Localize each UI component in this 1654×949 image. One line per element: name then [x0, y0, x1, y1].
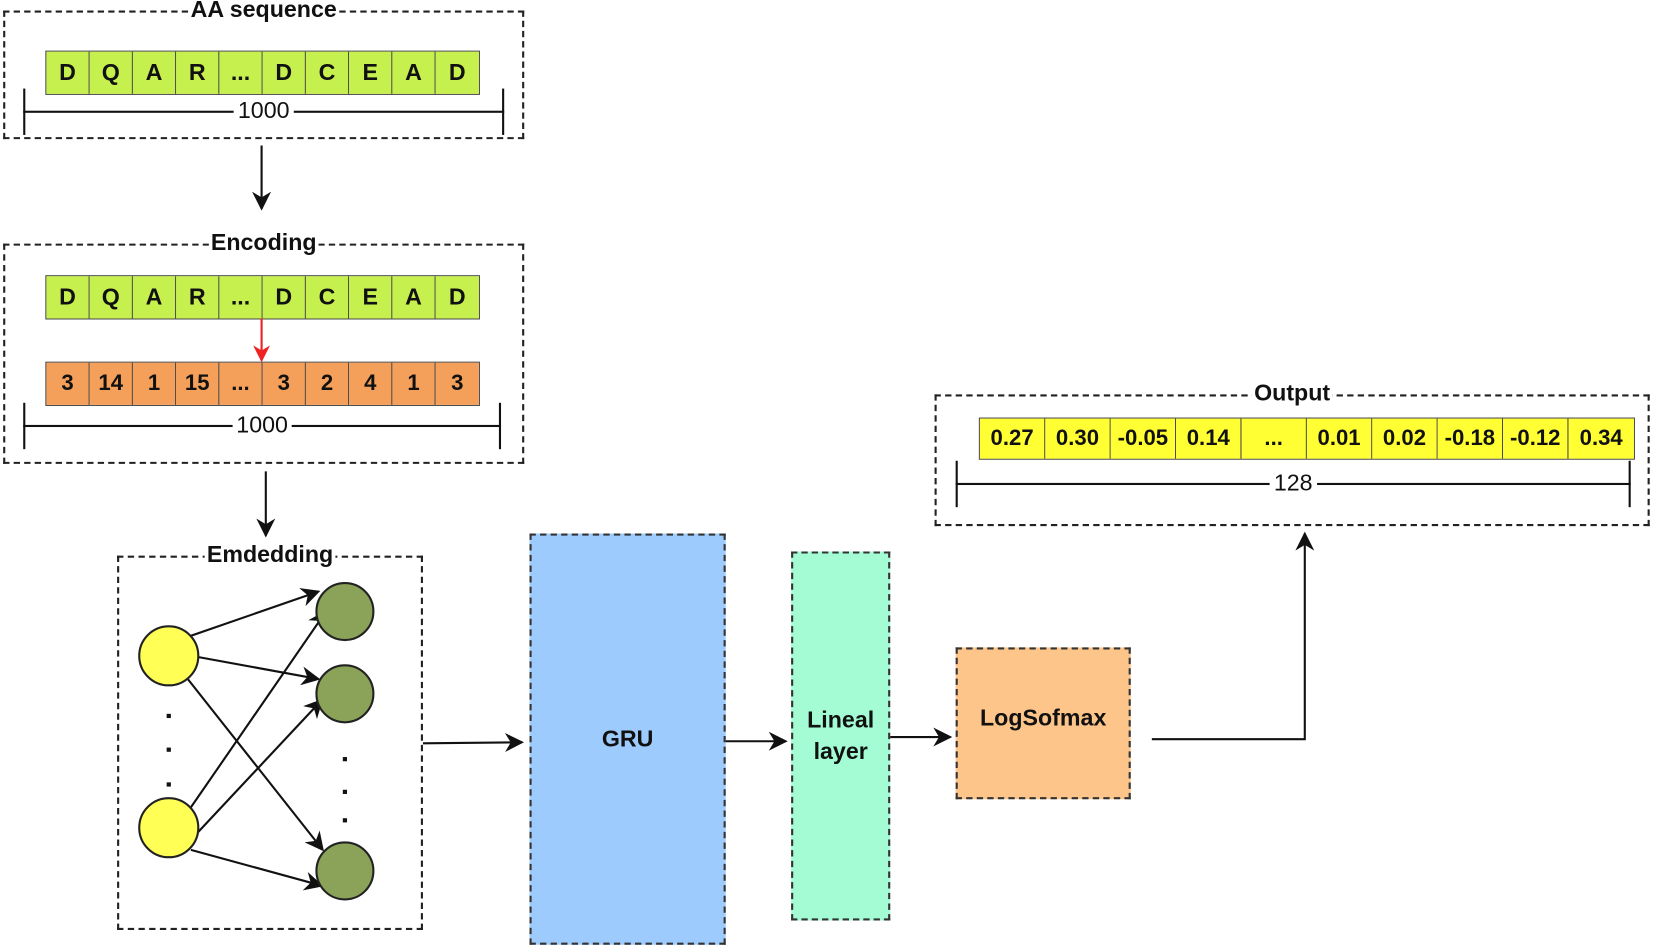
output-length-label: 128 [1269, 470, 1317, 496]
encoding-length-label: 1000 [232, 412, 293, 438]
sequence-cell: A [392, 51, 436, 94]
embedding-node [315, 582, 375, 642]
sequence-cell: A [132, 51, 177, 94]
sequence-cell: D [262, 51, 306, 94]
output-cell: -0.05 [1110, 418, 1177, 459]
output-cell: 0.01 [1306, 418, 1373, 459]
encoding-title: Encoding [208, 228, 319, 256]
embedding-edge [190, 588, 321, 637]
embedding-edge [186, 678, 324, 852]
encoded-cell: 1 [392, 362, 436, 405]
logsoftmax-block: LogSofmax [955, 647, 1131, 800]
embedding-title: Emdedding [204, 540, 336, 567]
input-ellipsis-dots [166, 713, 171, 787]
sequence-cell: C [305, 51, 350, 94]
arrow-logsoftmax-to-output [1151, 531, 1315, 741]
embedding-node [315, 664, 375, 724]
aa-sequence-length-label: 1000 [233, 98, 294, 124]
sequence-cell: A [132, 276, 177, 319]
sequence-cell: ... [219, 276, 263, 319]
gru-label: GRU [601, 725, 654, 752]
output-cell: ... [1241, 418, 1307, 459]
encoding-box: Encoding [3, 228, 525, 464]
sequence-cell: D [262, 276, 306, 319]
sequence-cell: Q [89, 51, 133, 94]
linear-layer-label-line1: Lineal [807, 706, 875, 733]
output-box: Output [934, 379, 1650, 527]
sequence-cell: C [305, 276, 350, 319]
encoding-length-dimension: 1000 [23, 402, 502, 450]
aa-sequence-length-dimension: 1000 [23, 88, 505, 135]
embedding-edge [186, 609, 328, 813]
sequence-cell: Q [89, 276, 133, 319]
sequence-cell: E [349, 51, 393, 94]
logsoftmax-label: LogSofmax [980, 704, 1107, 731]
output-cell: 0.14 [1176, 418, 1242, 459]
sequence-cell: D [435, 276, 479, 319]
embedding-edge [196, 698, 324, 834]
sequence-cell: D [46, 276, 90, 319]
arrow-embedding-to-gru [422, 732, 525, 752]
sequence-cell: E [349, 276, 393, 319]
aa-sequence-box: AA sequence [3, 0, 525, 140]
sequence-cell: D [435, 51, 479, 94]
encoded-cell: 3 [435, 362, 479, 405]
sequence-cell: D [46, 51, 90, 94]
encoded-cell: 3 [262, 362, 306, 405]
input-node [138, 797, 200, 859]
encoded-cell: 3 [46, 362, 90, 405]
output-cell: 0.27 [979, 418, 1046, 459]
output-cell: 0.02 [1372, 418, 1438, 459]
embedding-ellipsis-dots [342, 757, 348, 823]
output-title: Output [1251, 379, 1333, 406]
embedding-edge [190, 848, 324, 891]
sequence-cell: A [392, 276, 436, 319]
output-cell: 0.34 [1568, 418, 1634, 459]
encoded-cell: 2 [305, 362, 350, 405]
output-cell: 0.30 [1045, 418, 1111, 459]
sequence-cell: ... [219, 51, 263, 94]
gru-block: GRU [529, 533, 726, 945]
embedding-edge [197, 655, 321, 686]
encoded-cell: ... [219, 362, 263, 405]
encoded-cell: 14 [89, 362, 133, 405]
encoded-cell: 4 [349, 362, 393, 405]
sequence-cell: R [176, 276, 220, 319]
encoded-cell: 15 [176, 362, 220, 405]
linear-layer-block: Lineal layer [791, 551, 891, 921]
embedding-node [315, 841, 375, 901]
output-cell: -0.12 [1503, 418, 1569, 459]
input-node [138, 625, 200, 687]
linear-layer-label-line2: layer [813, 738, 868, 765]
aa-sequence-title: AA sequence [188, 0, 339, 23]
encoded-cell: 1 [132, 362, 177, 405]
output-length-dimension: 128 [955, 460, 1631, 508]
output-cell: -0.18 [1437, 418, 1504, 459]
sequence-cell: R [176, 51, 220, 94]
embedding-box: Emdedding [117, 540, 423, 930]
